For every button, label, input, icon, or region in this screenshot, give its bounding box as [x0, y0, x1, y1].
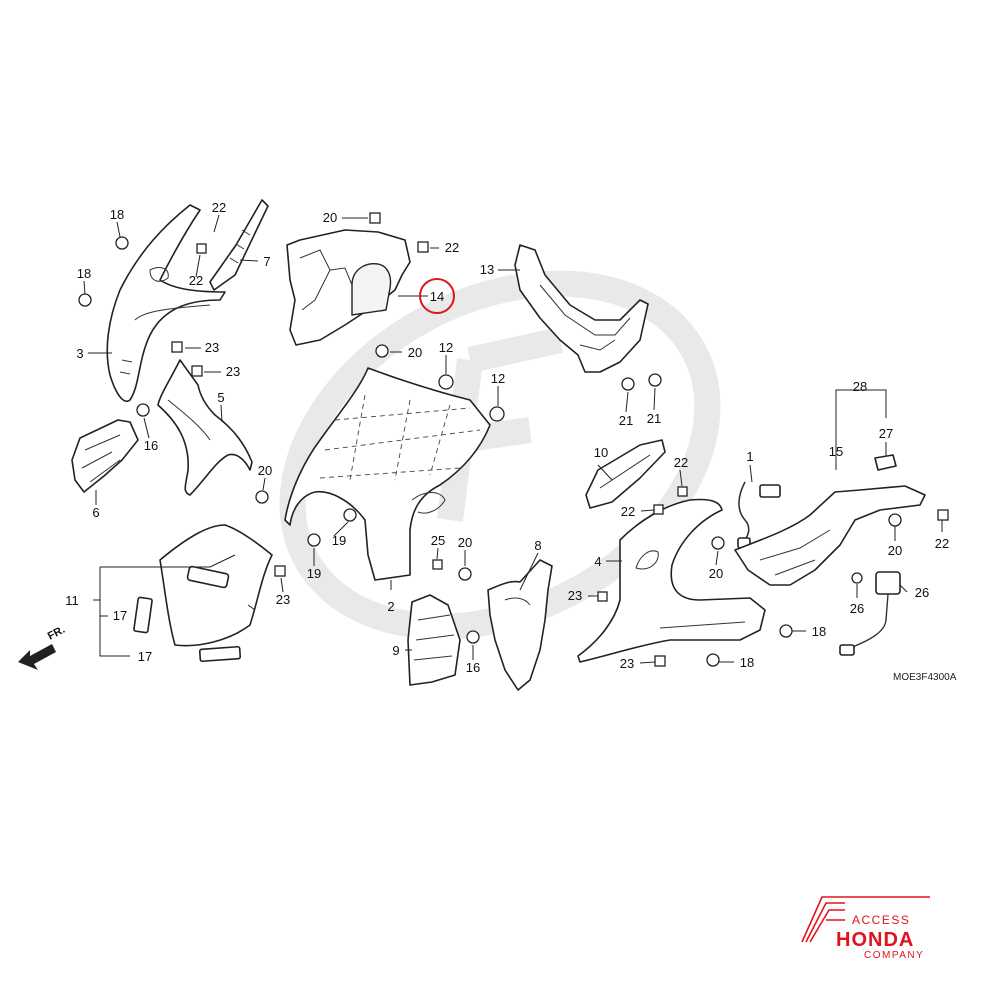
- access-honda-logo: ACCESS HONDA COMPANY: [801, 896, 930, 961]
- part-3-left-cowl: [106, 204, 226, 402]
- callout-20: 20: [323, 210, 337, 225]
- callout-20: 20: [888, 543, 902, 558]
- callout-17: 17: [113, 608, 127, 623]
- callout-23: 23: [276, 592, 290, 607]
- logo-line-access: ACCESS: [852, 913, 910, 927]
- callout-9: 9: [392, 643, 399, 658]
- callout-15: 15: [829, 444, 843, 459]
- callout-17: 17: [138, 649, 152, 664]
- part-6-duct: [71, 419, 139, 493]
- watermark-emblem: [279, 270, 721, 640]
- callout-19: 19: [332, 533, 346, 548]
- callout-18: 18: [812, 624, 826, 639]
- callout-18: 18: [110, 207, 124, 222]
- callout-6: 6: [92, 505, 99, 520]
- callout-13: 13: [480, 262, 494, 277]
- callout-10: 10: [594, 445, 608, 460]
- callout-20: 20: [258, 463, 272, 478]
- callout-26: 26: [915, 585, 929, 600]
- callout-22: 22: [621, 504, 635, 519]
- callout-5: 5: [217, 390, 224, 405]
- leader-lines: [83, 214, 943, 664]
- part-9-lower-duct: [407, 594, 461, 686]
- callout-25: 26: [850, 601, 864, 616]
- callout-22: 22: [935, 536, 949, 551]
- part-14-inner-panel: [286, 229, 411, 346]
- callout-23: 23: [205, 340, 219, 355]
- front-arrow-icon: [18, 644, 56, 670]
- callout-16: 16: [144, 438, 158, 453]
- callout-7: 7: [263, 254, 270, 269]
- part-1-harness: [737, 481, 781, 549]
- part-8-inner-lower-panel: [487, 559, 553, 691]
- callout-8: 8: [534, 538, 541, 553]
- logo-line-honda: HONDA: [836, 929, 914, 951]
- part-17-decals: [133, 596, 242, 663]
- callout-20: 20: [408, 345, 422, 360]
- callout-12: 12: [491, 371, 505, 386]
- part-2-center-cowl: [284, 367, 491, 581]
- part-5-inner-fairing: [157, 359, 253, 496]
- diagram-code: MOE3F4300A: [893, 672, 957, 683]
- front-direction-indicator: FR.: [18, 624, 67, 670]
- callout-numbers: 18 18 3 22 22 7 20 22 14 20 12 12 13 23 …: [65, 200, 949, 675]
- callout-12: 12: [439, 340, 453, 355]
- callout-22: 22: [445, 240, 459, 255]
- highlight-circle-14: [419, 278, 455, 314]
- callout-27: 27: [879, 426, 893, 441]
- callout-11: 11: [65, 593, 79, 608]
- front-label: FR.: [46, 624, 67, 643]
- fasteners: [78, 212, 949, 667]
- callout-20: 20: [709, 566, 723, 581]
- part-10-side-cover: [585, 439, 666, 509]
- callout-22: 22: [189, 273, 203, 288]
- callout-2: 2: [387, 599, 394, 614]
- callout-18: 18: [77, 266, 91, 281]
- callout-14: 14: [430, 289, 444, 304]
- callout-3: 3: [76, 346, 83, 361]
- callout-1: 1: [746, 449, 753, 464]
- callout-16: 16: [466, 660, 480, 675]
- callout-21: 21: [619, 413, 633, 428]
- part-27-clip: [874, 454, 897, 471]
- part-4-lower-fairing: [577, 498, 766, 663]
- callout-19: 19: [307, 566, 321, 581]
- callout-22: 22: [674, 455, 688, 470]
- callout-4: 4: [594, 554, 601, 569]
- part-13-frame-bracket: [514, 244, 649, 373]
- callout-24: 25: [431, 533, 445, 548]
- part-11-side-panel: [159, 524, 273, 647]
- callout-23: 23: [620, 656, 634, 671]
- part-26-switch: [839, 571, 901, 656]
- callout-23: 23: [568, 588, 582, 603]
- logo-line-company: COMPANY: [864, 950, 924, 961]
- callout-21: 21: [647, 411, 661, 426]
- callout-23: 23: [226, 364, 240, 379]
- callout-20: 20: [458, 535, 472, 550]
- callout-28: 28: [853, 379, 867, 394]
- callout-22: 22: [212, 200, 226, 215]
- callout-18: 18: [740, 655, 754, 670]
- part-7-side-strip: [209, 199, 269, 291]
- part-15-tray: [734, 485, 926, 586]
